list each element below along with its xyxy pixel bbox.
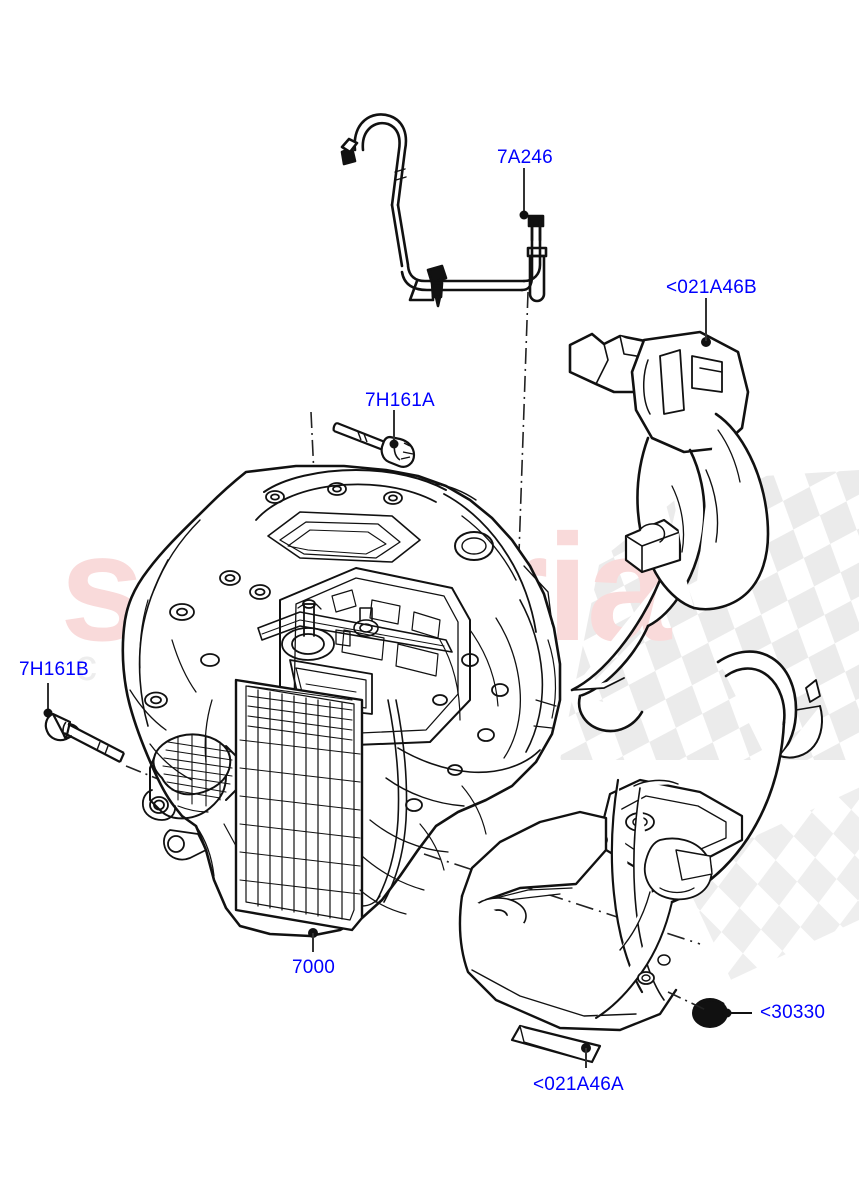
callout-label-021A46A[interactable]: <021A46A bbox=[533, 1074, 624, 1095]
callout-label-7A246[interactable]: 7A246 bbox=[497, 147, 553, 168]
callout-label-7000[interactable]: 7000 bbox=[292, 957, 336, 978]
leader-dot-021A46B bbox=[701, 337, 711, 347]
leader-dot-7H161B bbox=[43, 708, 53, 718]
callout-label-7H161A[interactable]: 7H161A bbox=[365, 390, 435, 411]
part-bolt-7H161A bbox=[332, 421, 416, 468]
part-hose-assembly-7A246 bbox=[340, 113, 548, 308]
centerline-grommet bbox=[667, 991, 707, 1011]
leader-dot-7A246 bbox=[519, 210, 529, 220]
part-transmission-7000 bbox=[121, 464, 562, 938]
callout-label-021A46B[interactable]: <021A46B bbox=[666, 277, 757, 298]
leader-dot-30330 bbox=[722, 1008, 732, 1018]
centerline-bolt-lower bbox=[125, 765, 186, 791]
part-heat-shield-lower-021A46A bbox=[458, 650, 823, 1064]
part-bolt-7H161B bbox=[44, 712, 126, 763]
leader-dot-7H161A bbox=[389, 439, 399, 449]
part-heat-shield-upper-021A46B bbox=[568, 330, 770, 733]
callout-label-30330[interactable]: <30330 bbox=[760, 1002, 826, 1023]
part-grommet-30330 bbox=[692, 998, 728, 1028]
callout-label-7H161B[interactable]: 7H161B bbox=[19, 659, 89, 680]
